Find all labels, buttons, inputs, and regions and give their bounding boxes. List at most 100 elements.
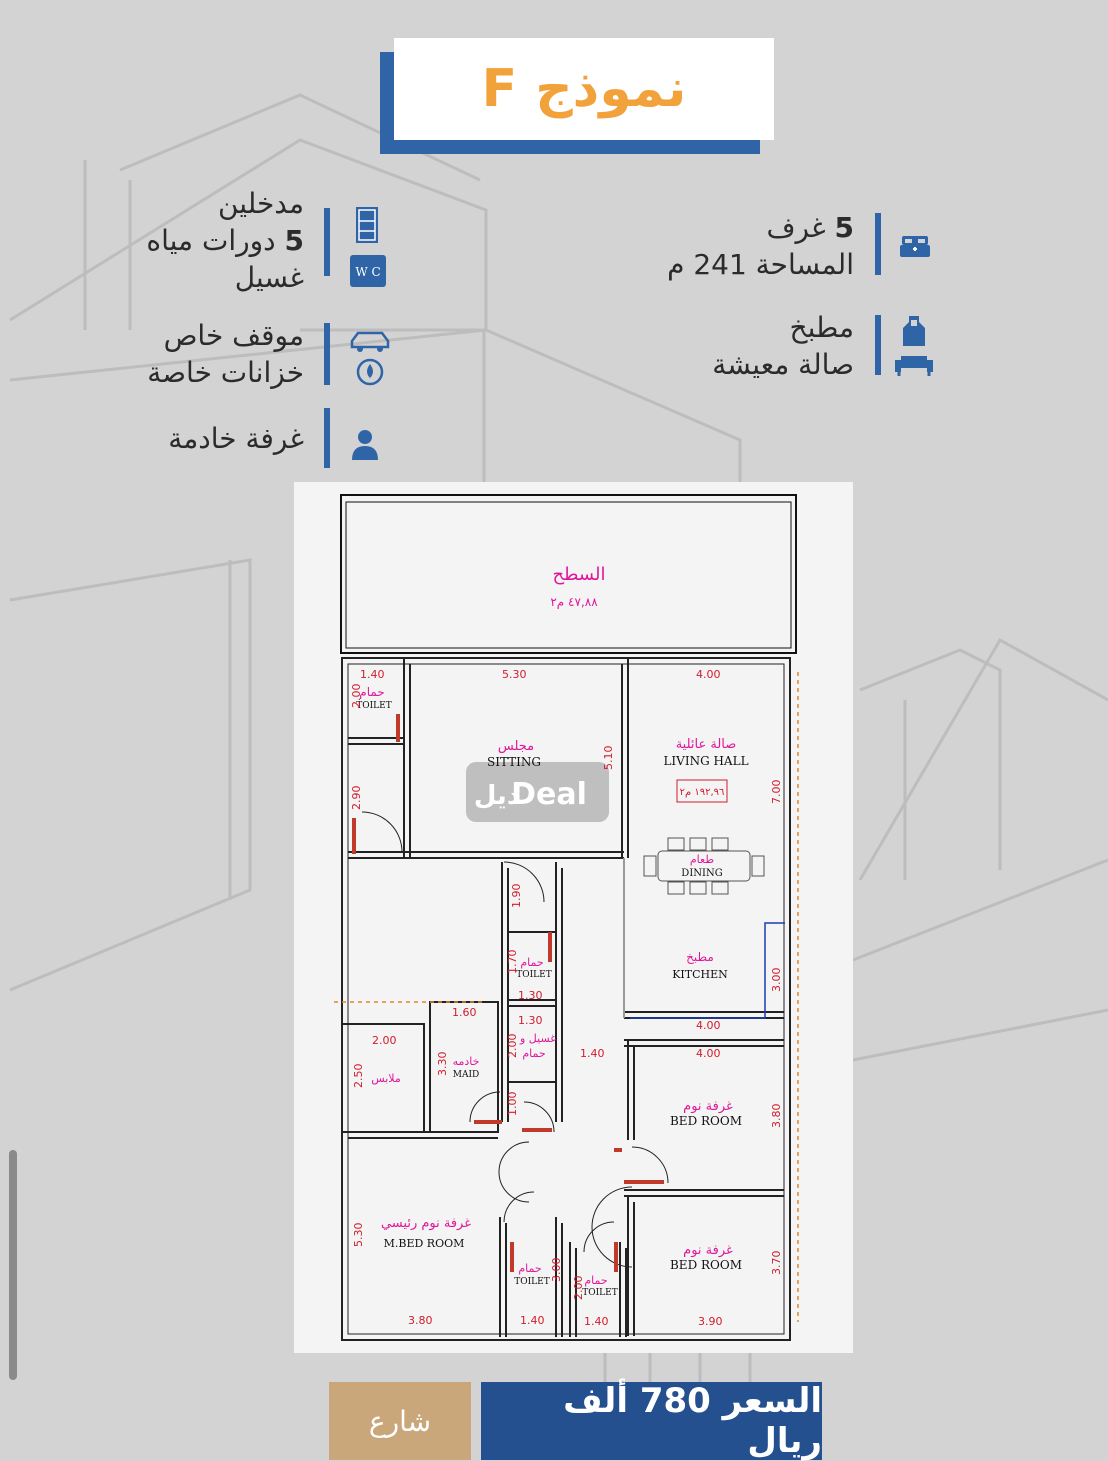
toilet2-ar: حمام <box>520 956 543 969</box>
feature-maid-room: غرفة خادمة <box>4 420 304 457</box>
dim-label: 2.00 <box>372 1034 397 1047</box>
model-title-card: نموذج F <box>394 38 774 140</box>
bed1-ar: غرفة نوم <box>683 1099 733 1114</box>
dim-label: 1.30 <box>518 989 543 1002</box>
maid-ar: خادمه <box>453 1055 480 1068</box>
dressing-ar: ملابس <box>371 1072 401 1085</box>
roof-area <box>340 494 797 654</box>
bed-icon <box>900 236 930 257</box>
dim-label: 3.80 <box>408 1314 433 1327</box>
mbed-ar: غرفة نوم رئيسي <box>381 1216 471 1231</box>
dim-label: 1.70 <box>506 950 519 975</box>
scrollbar[interactable] <box>9 1150 17 1380</box>
dim-label: 2.50 <box>352 1064 365 1089</box>
living-ar: صالة عائلية <box>676 737 737 752</box>
watermark-badge <box>466 762 609 822</box>
dim-label: 3.00 <box>770 968 783 993</box>
floor-plan: السطح ٤٧,٨٨ م٢ <box>294 482 853 1353</box>
living-label: صالة معيشة <box>712 348 854 381</box>
roof-area-value: ٤٧,٨٨ م٢ <box>550 595 598 609</box>
feature-parking-tanks: موقف خاص خزانات خاصة <box>4 317 304 391</box>
laundry-ar2: حمام <box>522 1047 545 1060</box>
floor-plan-drawing: السطح ٤٧,٨٨ م٢ <box>334 494 799 1341</box>
door-wc-icon: W C <box>350 207 386 287</box>
feature-rooms-area: 5 غرف المساحة 241 م <box>554 209 854 283</box>
rooms-count: 5 <box>834 211 854 244</box>
kitchen-sofa-icon <box>895 316 933 376</box>
dim-label: 3.90 <box>698 1315 723 1328</box>
walls <box>341 657 791 1341</box>
model-title: نموذج <box>535 59 687 119</box>
car-water-icon <box>350 331 390 386</box>
living-area: ١٩٢,٩٦ م٢ <box>680 787 725 798</box>
person-icon <box>352 430 378 460</box>
maid-room-label: غرفة خادمة <box>168 422 304 455</box>
laundry-ar: غسيل و <box>519 1032 556 1045</box>
living-en: LIVING HALL <box>663 754 748 768</box>
toilet3-en: TOILET <box>514 1277 550 1287</box>
bed1-en: BED ROOM <box>670 1114 742 1128</box>
toilet2-en: TOILET <box>516 970 552 980</box>
dim-label: 4.00 <box>696 668 721 681</box>
dim-label: 1.60 <box>452 1006 477 1019</box>
bed2-en: BED ROOM <box>670 1258 742 1272</box>
divider-bar <box>875 213 881 275</box>
dining-ar: طعام <box>690 853 714 866</box>
dim-label: 4.00 <box>696 1047 721 1060</box>
tanks-label: خزانات خاصة <box>147 356 304 389</box>
feature-kitchen-living: مطبخ صالة معيشة <box>554 309 854 383</box>
toilet1-en: TOILET <box>356 701 392 711</box>
dim-label: 5.10 <box>602 746 615 771</box>
dim-label: 3.30 <box>436 1052 449 1077</box>
parking-label: موقف خاص <box>163 319 304 352</box>
area-label: المساحة 241 م <box>667 248 854 281</box>
svg-text:W C: W C <box>355 265 380 279</box>
watermark-text-ar: ديل <box>474 781 520 811</box>
sitting-ar: مجلس <box>498 739 534 754</box>
street-button[interactable]: شارع <box>329 1382 471 1460</box>
bathrooms-label: دورات مياه <box>146 224 276 257</box>
dim-label: 3.70 <box>770 1251 783 1276</box>
toilet1-ar: حمام <box>359 685 384 699</box>
sitting-en: SITTING <box>487 755 541 769</box>
price-button[interactable]: السعر 780 ألف ريال <box>481 1381 822 1461</box>
toilet4-en: TOILET <box>582 1288 618 1298</box>
roof-label: السطح <box>553 564 606 585</box>
maid-en: MAID <box>453 1070 480 1080</box>
dim-label: 4.00 <box>696 1019 721 1032</box>
rooms-label: غرف <box>766 211 826 244</box>
dim-label: 1.30 <box>518 1014 543 1027</box>
kitchen-counter <box>630 922 785 1019</box>
dim-label: 3.80 <box>770 1104 783 1129</box>
kitchen-label: مطبخ <box>789 311 855 344</box>
dim-label: 1.40 <box>360 668 385 681</box>
dim-label: 2.00 <box>506 1034 519 1059</box>
feature-entrances-bathrooms: مدخلين 5 دورات مياه غسيل <box>4 185 304 296</box>
dim-label: 7.00 <box>770 780 783 805</box>
bathrooms-count: 5 <box>284 224 304 257</box>
model-letter: F <box>481 59 518 119</box>
dim-label: 1.00 <box>506 1092 519 1117</box>
bed2-ar: غرفة نوم <box>683 1243 733 1258</box>
dim-label: 2.90 <box>350 786 363 811</box>
dining-table <box>643 837 765 895</box>
divider-bar <box>324 208 330 276</box>
divider-bar <box>875 315 881 375</box>
entrances-label: مدخلين <box>217 187 304 220</box>
dim-label: 5.30 <box>502 668 527 681</box>
watermark-text: Deal <box>511 777 587 812</box>
dim-label: 1.40 <box>580 1047 605 1060</box>
dim-label: 1.40 <box>520 1314 545 1327</box>
mbed-en: M.BED ROOM <box>384 1237 465 1250</box>
laundry-label: غسيل <box>234 261 304 294</box>
dim-label: 5.30 <box>352 1223 365 1248</box>
toilet4-ar: حمام <box>584 1274 607 1287</box>
dim-label: 3.00 <box>550 1258 563 1283</box>
divider-bar <box>324 408 330 468</box>
divider-bar <box>324 323 330 385</box>
toilet3-ar: حمام <box>518 1262 541 1275</box>
kitchen-en: KITCHEN <box>672 968 728 981</box>
dim-label: 1.40 <box>584 1315 609 1328</box>
dim-label: 2.00 <box>572 1276 585 1301</box>
